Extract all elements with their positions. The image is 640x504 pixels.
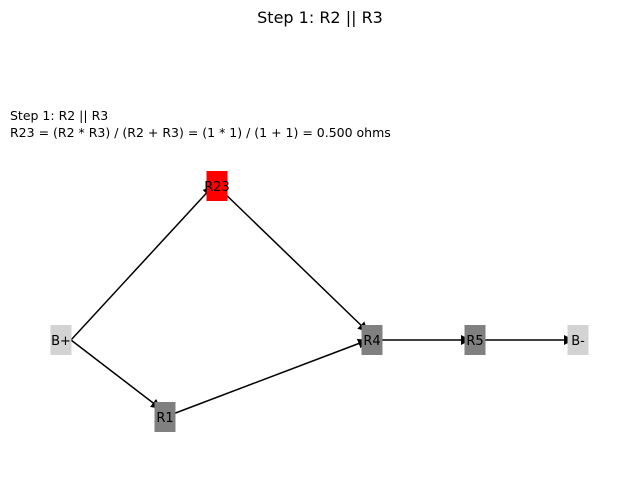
node-bplus: B+ bbox=[50, 325, 72, 355]
node-r4: R4 bbox=[361, 325, 383, 355]
node-label-bminus: B- bbox=[571, 334, 585, 349]
edge-bplus-to-r23 bbox=[70, 185, 214, 341]
node-box-bminus bbox=[567, 325, 589, 355]
node-r1: R1 bbox=[154, 402, 176, 432]
node-label-r4: R4 bbox=[363, 334, 380, 349]
node-label-bplus: B+ bbox=[51, 334, 71, 349]
edges-layer bbox=[70, 185, 574, 418]
page-title: Step 1: R2 || R3 bbox=[257, 8, 383, 27]
node-box-r5 bbox=[464, 325, 486, 355]
step-label: Step 1: R2 || R3 bbox=[10, 108, 109, 123]
node-label-r23: R23 bbox=[204, 180, 230, 195]
node-r5: R5 bbox=[464, 325, 486, 355]
node-label-r1: R1 bbox=[156, 411, 173, 426]
node-bminus: B- bbox=[567, 325, 589, 355]
node-box-r1 bbox=[154, 402, 176, 432]
edge-r23-to-r4 bbox=[216, 185, 369, 333]
edge-r1-to-r4 bbox=[164, 338, 369, 418]
node-box-bplus bbox=[50, 325, 72, 355]
step-formula: R23 = (R2 * R3) / (R2 + R3) = (1 * 1) / … bbox=[10, 125, 391, 140]
node-r23: R23 bbox=[204, 171, 230, 201]
node-label-r5: R5 bbox=[466, 334, 483, 349]
node-box-r23 bbox=[206, 171, 228, 201]
node-box-r4 bbox=[361, 325, 383, 355]
edge-bplus-to-r1 bbox=[70, 339, 162, 410]
